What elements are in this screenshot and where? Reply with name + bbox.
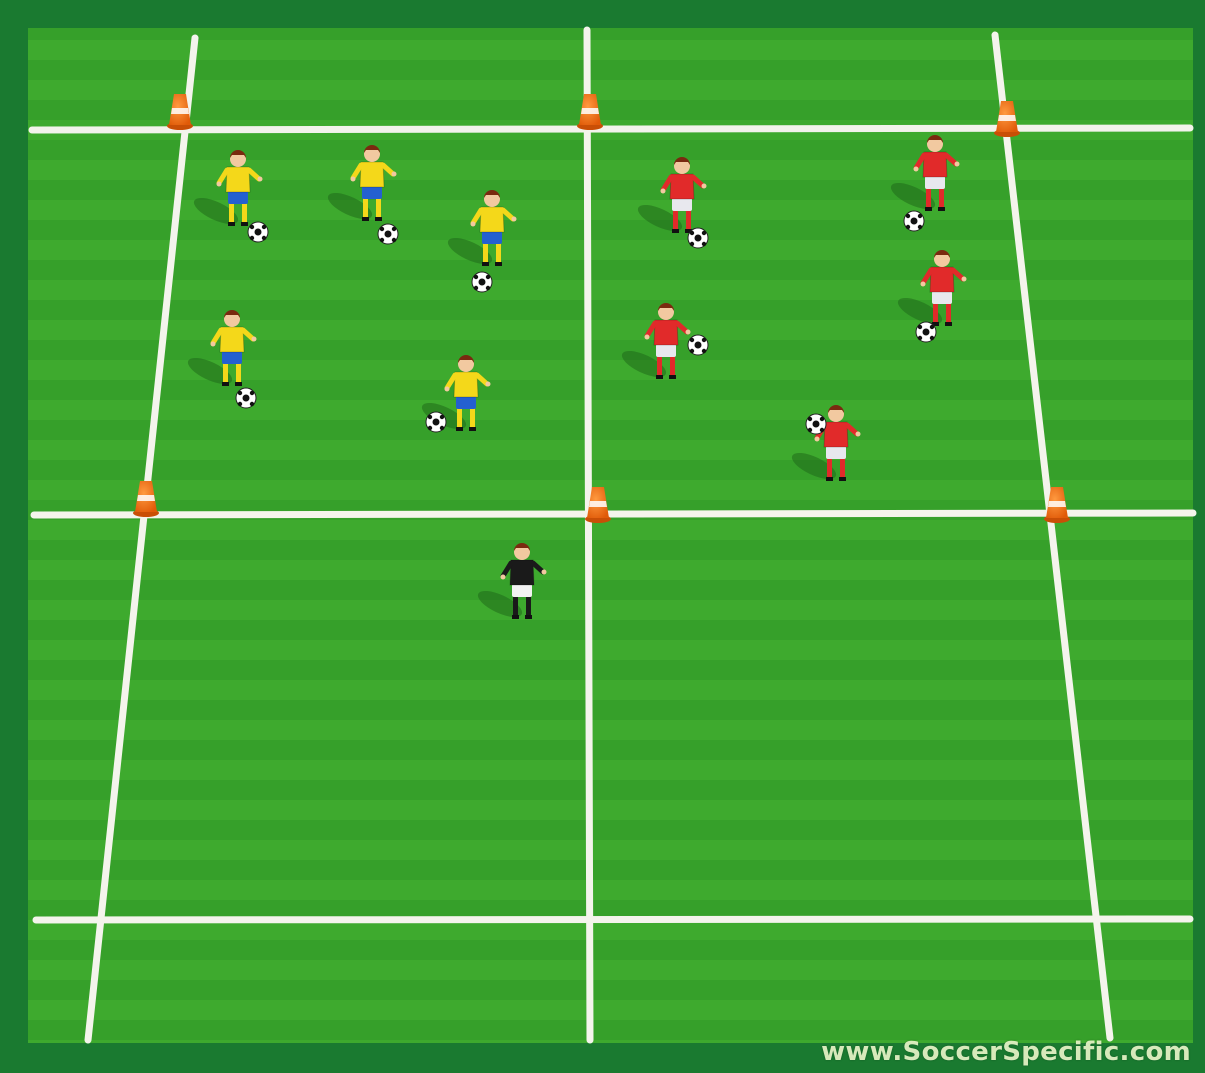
ball-icon	[904, 211, 924, 231]
ball-icon	[378, 224, 398, 244]
ball-icon	[806, 414, 826, 434]
line-center	[587, 30, 590, 1040]
watermark-text: www.SoccerSpecific.com	[821, 1037, 1191, 1067]
line-bottom	[36, 919, 1190, 920]
field-grass	[28, 28, 1193, 1043]
ball-icon	[426, 412, 446, 432]
ball-icon	[688, 228, 708, 248]
ball-icon	[688, 335, 708, 355]
ball-icon	[916, 322, 936, 342]
line-middle	[34, 513, 1193, 515]
ball-icon	[472, 272, 492, 292]
ball-icon	[248, 222, 268, 242]
ball-icon	[236, 388, 256, 408]
